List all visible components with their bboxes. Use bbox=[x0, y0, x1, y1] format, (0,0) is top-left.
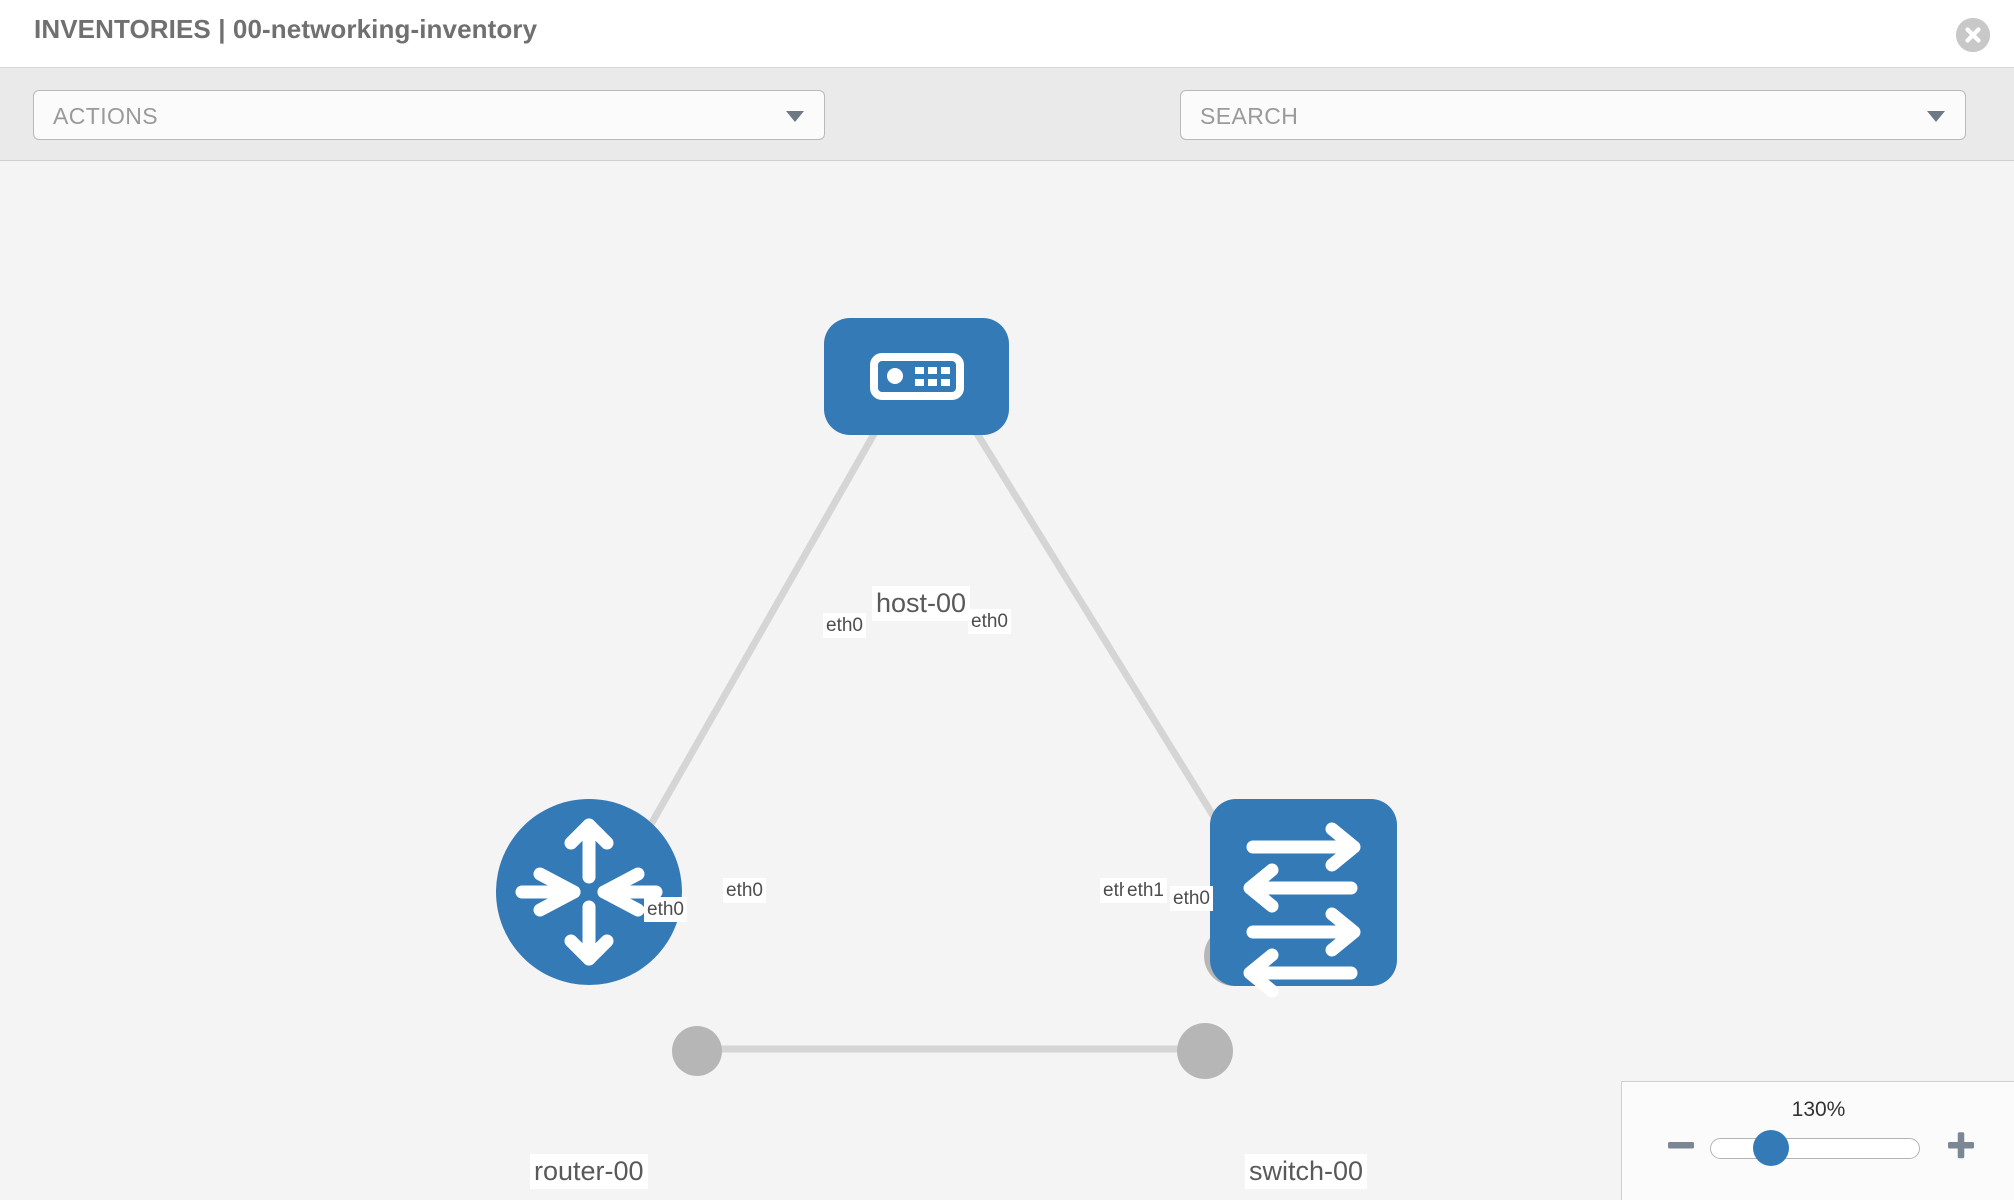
zoom-control-panel: 130% bbox=[1621, 1081, 2014, 1200]
search-input[interactable]: SEARCH bbox=[1180, 90, 1966, 140]
node-router-00[interactable] bbox=[496, 799, 682, 985]
zoom-slider-thumb[interactable] bbox=[1753, 1130, 1789, 1166]
toolbar: ACTIONS SEARCH bbox=[0, 68, 2014, 193]
search-placeholder: SEARCH bbox=[1200, 103, 1299, 129]
chevron-down-icon bbox=[1927, 111, 1945, 122]
topology-graph bbox=[496, 318, 1397, 1079]
interface-label-router00-to-switch00: eth0 bbox=[723, 878, 766, 903]
node-host-00[interactable] bbox=[824, 318, 1009, 435]
four-arrows-converging-icon bbox=[515, 818, 663, 966]
topology-canvas[interactable]: host-00 router-00 switch-00 eth0 eth0 et… bbox=[0, 161, 2014, 1200]
node-label-router-00: router-00 bbox=[530, 1154, 648, 1189]
node-label-switch-00: switch-00 bbox=[1245, 1154, 1368, 1189]
server-appliance-icon bbox=[870, 353, 964, 400]
close-icon[interactable] bbox=[1956, 18, 1990, 52]
interface-connectors bbox=[672, 349, 1264, 1079]
interface-label-switch00-to-router00: eth1 bbox=[1124, 878, 1167, 903]
chevron-down-icon bbox=[786, 111, 804, 122]
actions-dropdown-label: ACTIONS bbox=[53, 103, 159, 129]
link-host00-switch00 bbox=[957, 404, 1238, 853]
plus-icon[interactable] bbox=[1944, 1128, 1978, 1162]
interface-label-host00-to-switch00: eth0 bbox=[968, 609, 1011, 634]
connector-switch00-left bbox=[1177, 1023, 1233, 1079]
actions-dropdown[interactable]: ACTIONS bbox=[33, 90, 825, 140]
connector-router00-right bbox=[672, 1026, 722, 1076]
page-header: INVENTORIES | 00-networking-inventory bbox=[0, 0, 2014, 68]
interface-label-switch00-to-host00: eth0 bbox=[1170, 886, 1213, 911]
interface-label-router00-to-host00: eth0 bbox=[644, 897, 687, 922]
link-host00-router00 bbox=[626, 404, 894, 863]
minus-icon[interactable] bbox=[1664, 1128, 1698, 1162]
page-title: INVENTORIES | 00-networking-inventory bbox=[34, 14, 538, 44]
interface-label-host00-to-router00: eth0 bbox=[823, 613, 866, 638]
node-label-host-00: host-00 bbox=[872, 586, 971, 621]
zoom-slider-track[interactable] bbox=[1710, 1138, 1920, 1159]
bidirectional-arrows-icon bbox=[1243, 822, 1361, 998]
node-switch-00[interactable] bbox=[1210, 799, 1397, 998]
zoom-level-label: 130% bbox=[1791, 1098, 1846, 1121]
